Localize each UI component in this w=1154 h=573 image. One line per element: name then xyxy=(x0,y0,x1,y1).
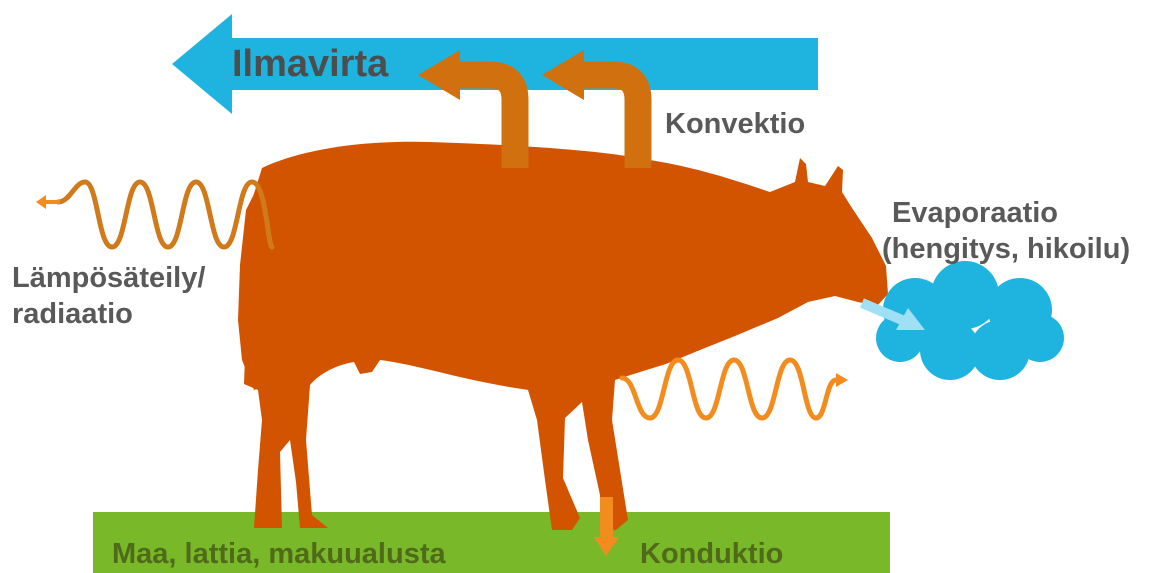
radiation-arrowhead-icon xyxy=(36,195,46,209)
conduction-label: Konduktio xyxy=(640,538,783,571)
conduction-arrow-shaft xyxy=(600,497,613,539)
ground-label: Maa, lattia, makuualusta xyxy=(112,538,446,571)
evaporation-detail-label: (hengitys, hikoilu) xyxy=(882,233,1130,266)
convection-label: Konvektio xyxy=(665,108,805,141)
radiation-wave xyxy=(58,182,272,247)
radiation-label-cont: radiaatio xyxy=(12,298,133,331)
cow-silhouette-icon xyxy=(238,142,888,530)
airflow-label: Ilmavirta xyxy=(232,43,388,86)
evaporation-label: Evaporaatio xyxy=(892,197,1058,230)
conduction-wave xyxy=(622,360,836,418)
conduction-wave-arrowhead-icon xyxy=(836,373,848,387)
radiation-label: Lämpösäteily/ xyxy=(12,262,205,295)
